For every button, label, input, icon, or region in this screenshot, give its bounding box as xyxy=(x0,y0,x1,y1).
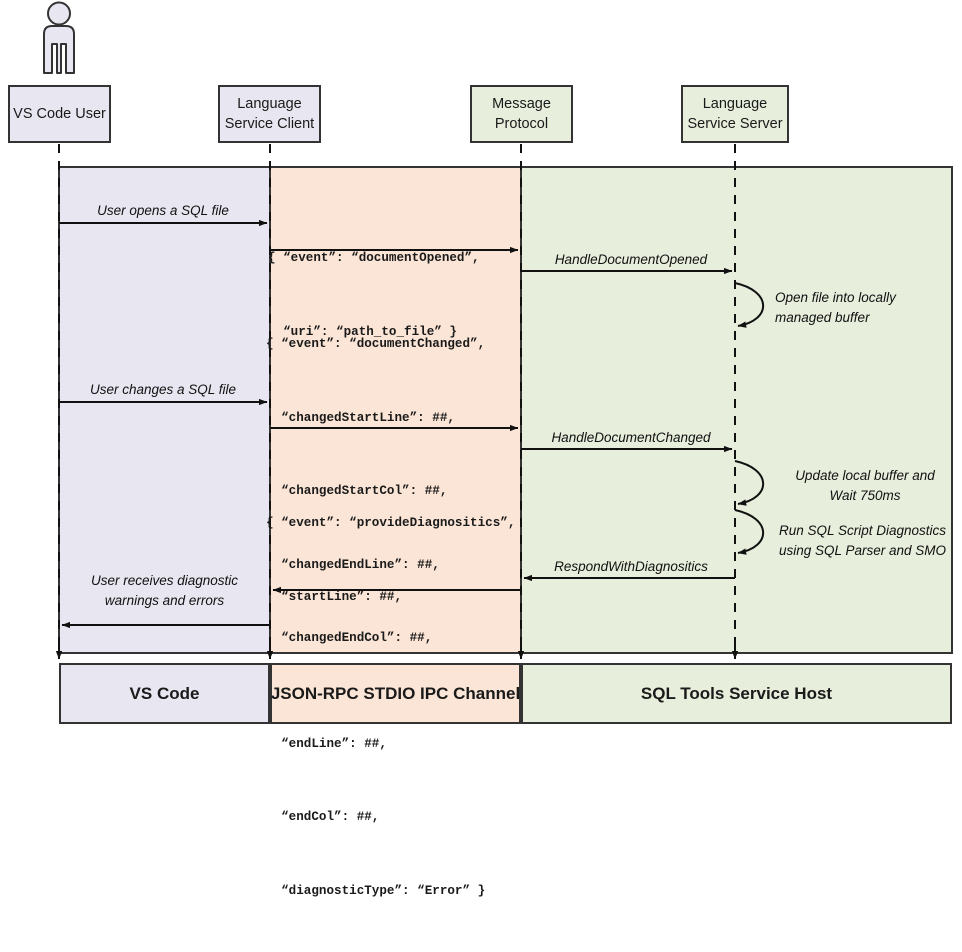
message-label-line: HandleDocumentOpened xyxy=(554,252,708,267)
message-label-respond-with-diagnositics: RespondWithDiagnositics xyxy=(527,557,735,577)
message-label-line: RespondWithDiagnositics xyxy=(554,559,708,574)
footer-sql-tools-service-host[interactable]: SQL Tools Service Host xyxy=(521,663,952,724)
note-line: Open file into locally xyxy=(775,290,896,305)
message-label-line: HandleDocumentChanged xyxy=(551,430,711,445)
lifeline-header-line: Language xyxy=(237,95,302,112)
message-label-handle-document-opened: HandleDocumentOpened xyxy=(527,250,735,270)
message-label-line: User receives diagnostic xyxy=(90,573,239,588)
payload-line: { “event”: “documentChanged”, xyxy=(266,337,486,351)
note-open-file-into-buffer: Open file into locally managed buffer xyxy=(775,288,955,327)
note-run-sql-script-diagnostics: Run SQL Script Diagnostics using SQL Par… xyxy=(770,521,955,560)
footer-json-rpc-stdio-ipc-channel[interactable]: JSON-RPC STDIO IPC Channel xyxy=(270,663,521,724)
lifeline-header-language-service-server[interactable]: Language Service Server xyxy=(681,85,789,143)
note-line: Update local buffer and xyxy=(795,468,935,483)
note-line: Run SQL Script Diagnostics xyxy=(778,523,947,538)
payload-line: { “event”: “documentOpened”, xyxy=(268,251,480,265)
payload-line: “endLine”: ##, xyxy=(266,736,387,751)
self-call-open-file xyxy=(734,282,765,328)
payload-document-opened: { “event”: “documentOpened”, “uri”: “pat… xyxy=(268,197,480,393)
message-label-user-receives-diagnostics: User receives diagnostic warnings and er… xyxy=(59,571,270,611)
message-label-user-opens-sql-file: User opens a SQL file xyxy=(59,201,267,221)
lane-service-host xyxy=(520,166,953,654)
message-label-line: User opens a SQL file xyxy=(97,203,229,218)
payload-line: “changedEndLine”: ##, xyxy=(266,557,440,572)
footer-vs-code[interactable]: VS Code xyxy=(59,663,270,724)
note-line: using SQL Parser and SMO xyxy=(778,542,947,558)
lifeline-header-vscode-user[interactable]: VS Code User xyxy=(8,85,111,143)
footer-label: VS Code xyxy=(129,683,200,703)
note-update-local-buffer: Update local buffer and Wait 750ms xyxy=(775,466,955,505)
actor-stick-figure-icon xyxy=(43,1,75,74)
lane-ipc-channel xyxy=(269,166,522,654)
payload-line: “changedStartLine”: ##, xyxy=(266,410,455,425)
message-label-line: warnings and errors xyxy=(104,593,225,609)
message-label-handle-document-changed: HandleDocumentChanged xyxy=(527,428,735,448)
diagram-canvas xyxy=(43,1,953,660)
sequence-diagram: VS Code User Language Service Client Mes… xyxy=(8,1,955,898)
note-line: Wait 750ms xyxy=(829,487,901,503)
payload-line: “endCol”: ##, xyxy=(266,810,380,824)
lifeline-header-language-service-client[interactable]: Language Service Client xyxy=(218,85,321,143)
lifeline-header-line: Service Client xyxy=(224,116,315,132)
lifeline-header-line: Protocol xyxy=(494,116,549,132)
message-label-user-changes-sql-file: User changes a SQL file xyxy=(59,380,267,400)
payload-line: { “event”: “provideDiagnositics”, xyxy=(266,516,516,530)
self-call-run-diagnostics xyxy=(734,509,765,555)
lifeline-header-line: Service Server xyxy=(687,116,783,132)
payload-line: “changedEndCol”: ##, xyxy=(266,631,433,645)
lifeline-header-message-protocol[interactable]: Message Protocol xyxy=(470,85,573,143)
lifeline-header-line: VS Code User xyxy=(13,105,106,122)
message-label-line: User changes a SQL file xyxy=(89,382,237,397)
note-line: managed buffer xyxy=(775,309,870,325)
lane-vs-code xyxy=(58,166,271,654)
payload-line: “changedStartCol”: ##, xyxy=(266,484,448,498)
self-call-update-buffer xyxy=(734,460,765,506)
lifeline-header-line: Language xyxy=(702,95,768,112)
payload-line: “diagnosticType”: “Error” } xyxy=(266,883,486,898)
lifeline-header-line: Message xyxy=(492,95,551,112)
payload-line: “startLine”: ##, xyxy=(266,589,403,604)
payload-line: “uri”: “path_to_file” } xyxy=(268,324,457,339)
footer-label: SQL Tools Service Host xyxy=(640,683,833,703)
footer-label: JSON-RPC STDIO IPC Channel xyxy=(270,683,521,703)
